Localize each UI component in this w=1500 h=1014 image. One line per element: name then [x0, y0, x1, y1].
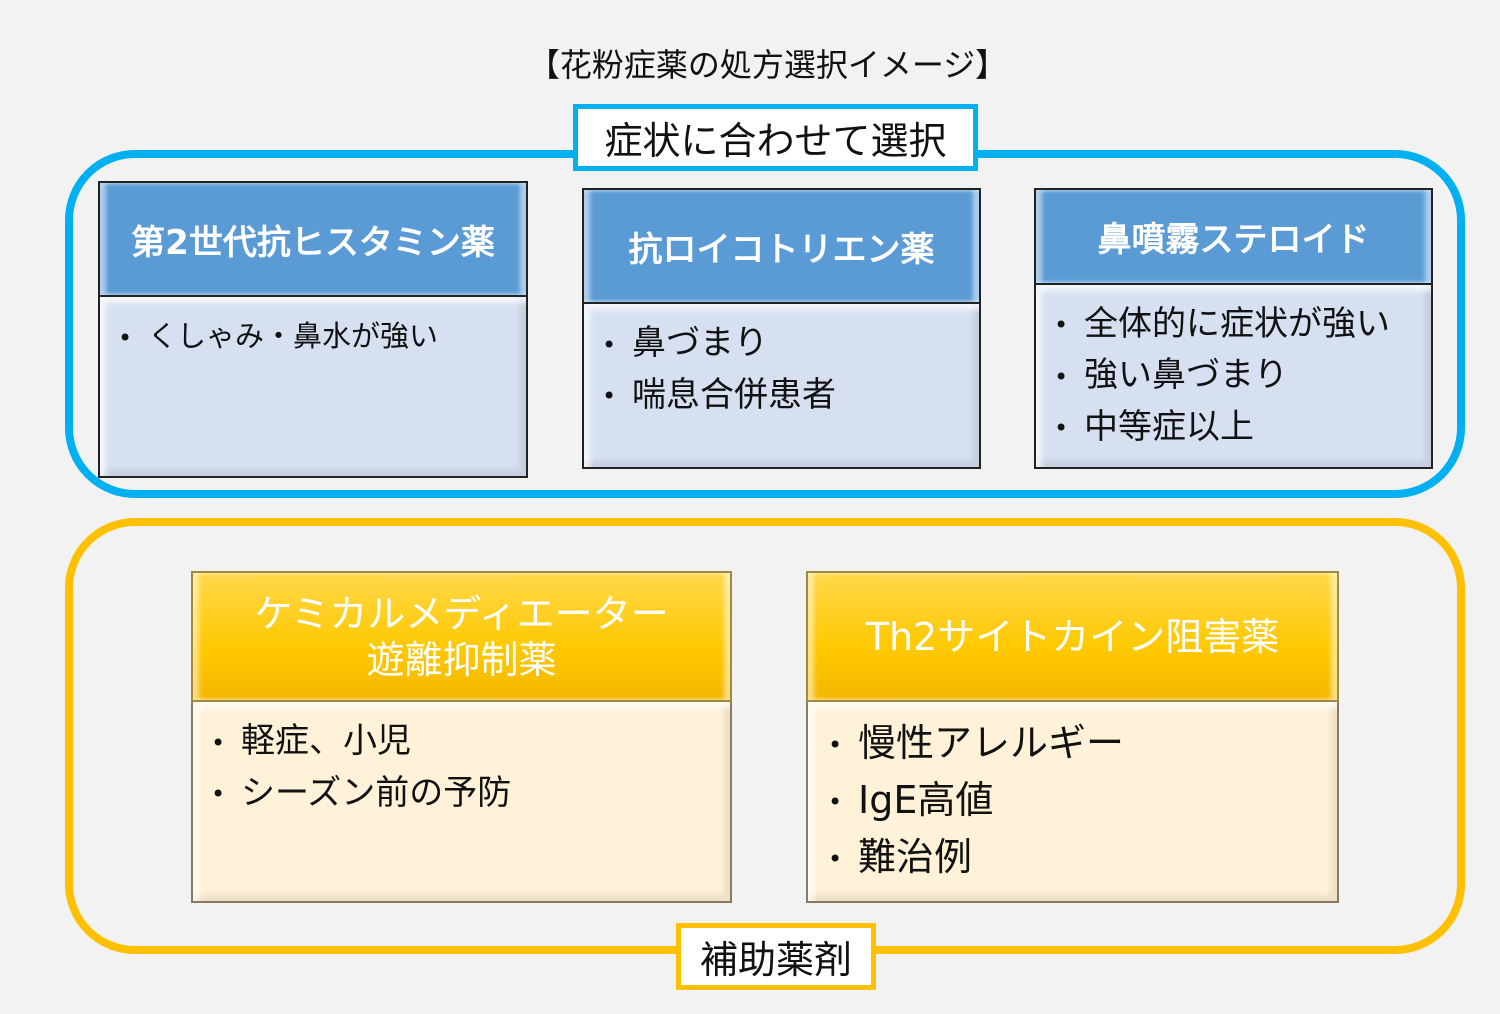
card-body: 慢性アレルギー IgE高値 難治例 [806, 702, 1339, 903]
diagram-title: 【花粉症薬の処方選択イメージ】 [527, 46, 1008, 84]
card-title: Th2サイトカイン阻害薬 [806, 571, 1339, 702]
card-body: 全体的に症状が強い 強い鼻づまり 中等症以上 [1034, 284, 1433, 469]
list-item: 慢性アレルギー [828, 716, 1319, 773]
card-title-line: ケミカルメディエーター [254, 591, 669, 636]
card-title: 抗ロイコトリエン薬 [582, 188, 981, 304]
card-title: 鼻噴霧ステロイド [1034, 188, 1433, 285]
card-antihistamine: 第2世代抗ヒスタミン薬 くしゃみ・鼻水が強い [98, 181, 528, 478]
card-th2-cytokine-inhibitor: Th2サイトカイン阻害薬 慢性アレルギー IgE高値 難治例 [806, 571, 1339, 903]
card-antileukotriene: 抗ロイコトリエン薬 鼻づまり 喘息合併患者 [582, 188, 981, 469]
list-item: 中等症以上 [1054, 402, 1413, 454]
list-item: 強い鼻づまり [1054, 350, 1413, 402]
card-body: 鼻づまり 喘息合併患者 [582, 304, 981, 469]
card-body: 軽症、小児 シーズン前の予防 [191, 702, 732, 903]
list-item: シーズン前の予防 [211, 768, 712, 820]
symptom-group-label: 症状に合わせて選択 [573, 104, 978, 171]
list-item: くしゃみ・鼻水が強い [118, 311, 508, 363]
list-item: 軽症、小児 [211, 716, 712, 768]
list-item: 喘息合併患者 [602, 370, 961, 422]
list-item: 難治例 [828, 830, 1319, 887]
adjunct-group-label: 補助薬剤 [676, 923, 876, 990]
card-title: 第2世代抗ヒスタミン薬 [98, 181, 528, 297]
card-body: くしゃみ・鼻水が強い [98, 297, 528, 478]
card-nasal-steroid: 鼻噴霧ステロイド 全体的に症状が強い 強い鼻づまり 中等症以上 [1034, 188, 1433, 469]
card-title: ケミカルメディエーター 遊離抑制薬 [191, 571, 732, 702]
list-item: 鼻づまり [602, 318, 961, 370]
card-mediator-release-inhibitor: ケミカルメディエーター 遊離抑制薬 軽症、小児 シーズン前の予防 [191, 571, 732, 903]
list-item: 全体的に症状が強い [1054, 299, 1413, 351]
list-item: IgE高値 [828, 773, 1319, 830]
card-title-line: 遊離抑制薬 [366, 637, 557, 682]
